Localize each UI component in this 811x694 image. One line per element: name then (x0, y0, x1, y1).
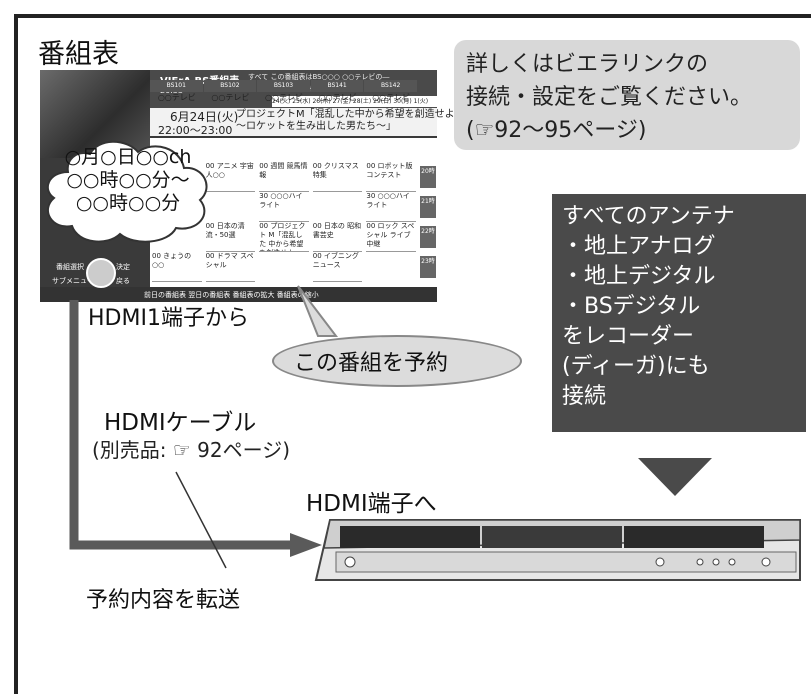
hdmi-cable-title: HDMIケーブル (104, 410, 257, 436)
tv-program-cell: 00 きょうの ○○ (152, 252, 202, 282)
tv-channel-name: ○○テレビ (157, 93, 196, 102)
transfer-arrowhead (290, 533, 322, 557)
cloud-callout (46, 140, 208, 243)
diagram-frame (14, 14, 811, 694)
tv-program-cell: 00 ドラマ スペシャル (205, 252, 256, 282)
cloud-line-start: ○○時○○分～ (66, 169, 190, 191)
tv-program-cell: 30 ○○○ハイ ライト (366, 192, 416, 222)
tv-program-cell: 00 クリスマス 特集 (312, 162, 363, 192)
down-arrow-icon (638, 458, 712, 496)
tv-channel-number: BS141 (310, 80, 364, 92)
tv-channel-number: BS103 (257, 80, 310, 92)
recorder-device (314, 519, 801, 581)
tv-program-cell: 30 ○○○ハイ ライト (259, 192, 309, 222)
tv-bottom-bar: 前日の番組表 翌日の番組表 番組表の拡大 番組表の縮小 (40, 287, 437, 302)
tv-preview-image (40, 70, 150, 158)
tv-detail-date: 6月24日(火) (170, 110, 239, 124)
antenna-line-1: すべてのアンテナ (562, 204, 735, 229)
tv-program-cell: 00 イブニング ニュース (312, 252, 363, 282)
tv-program-cell: 00 日本の清 流・50選 (205, 222, 256, 252)
transfer-label: 予約内容を転送 (86, 588, 241, 613)
tv-detail-time: 22:00～23:00 (158, 124, 233, 137)
antenna-line-7: 接続 (562, 384, 607, 409)
tv-channel-name: ○○テレビ (265, 93, 303, 102)
reserve-bubble (272, 335, 522, 387)
bubble-pointer (297, 285, 339, 337)
tv-channel-name: ○○テレビ (318, 93, 357, 102)
tv-program-cell: 00 ロック スペシャル ライブ中継 (366, 222, 416, 252)
antenna-line-6: (ディーガ)にも (562, 354, 710, 379)
tv-header-text: すべて この番組表はBS○○○ ○○テレビの― (248, 73, 390, 81)
antenna-line-3: ・地上デジタル (562, 264, 716, 289)
antenna-line-4: ・BSデジタル (562, 294, 701, 319)
hdmi-in-label: HDMI端子へ (306, 491, 437, 517)
tv-channel-number: BS101 (150, 80, 203, 92)
tv-hour-label: 21時 (420, 196, 436, 218)
cloud-line-end: ○○時○○分 (75, 192, 181, 214)
tv-detail-panel (150, 108, 437, 136)
tv-enter-label: 決定 (116, 263, 130, 271)
tv-program-cell: 00 アニメ 宇宙人○○ (205, 162, 256, 192)
remote-dpad-icon (86, 258, 116, 288)
cable-pointer-line (175, 471, 227, 569)
tv-submenu-label: サブメニュー (52, 277, 94, 285)
tv-program-cell: 00 ロボット版 コンテスト (366, 162, 416, 192)
tv-hour-label: 22時 (420, 226, 436, 248)
tv-program-cell: 00 週間 競馬情報 (259, 162, 309, 192)
cloud-text: ○月○日○○ch ○○時○○分～ ○○時○○分 (48, 146, 208, 215)
tv-program-select-label: 番組選択 (56, 263, 84, 271)
tv-channel-number: BS142 (364, 80, 417, 92)
tv-channel-name: ○○テレビ (211, 93, 250, 102)
reserve-bubble-label: この番組を予約 (294, 351, 449, 376)
info-line-2: 接続・設定をご覧ください。 (466, 85, 753, 110)
tv-date-bar: 24(火) 25(水) 26(木) 27(金) 28(土) 29(日) 30(月… (272, 96, 437, 107)
tv-back-label: 戻る (116, 277, 130, 285)
tv-detail-title-1: プロジェクトM「混乱した中から希望を創造せよ (236, 109, 455, 120)
tv-detail-title-2: ～ロケットを生み出した男たち～」 (236, 121, 396, 132)
antenna-note-box: すべてのアンテナ ・地上アナログ ・地上デジタル ・BSデジタル をレコーダー … (552, 194, 806, 432)
antenna-line-5: をレコーダー (562, 324, 695, 349)
tv-hour-label: 23時 (420, 256, 436, 278)
tv-program-cell: 00 日本の 昭和書芸史 (312, 222, 363, 252)
cloud-line-date: ○月○日○○ch (64, 146, 192, 168)
transfer-arrow-line (69, 300, 290, 550)
hdmi1-label: HDMI1端子から (88, 306, 249, 331)
info-line-3: (☞92～95ページ) (466, 118, 647, 143)
tv-hour-label: 20時 (420, 166, 436, 188)
info-box: 詳しくはビエラリンクの 接続・設定をご覧ください。 (☞92～95ページ) (454, 40, 800, 150)
antenna-line-2: ・地上アナログ (562, 234, 716, 259)
tv-channel-number: BS102 (203, 80, 257, 92)
hdmi-cable-sub: (別売品: ☞ 92ページ) (92, 438, 291, 462)
tv-program-cell: 00 プロジェクト M「混乱した 中から希望 を創造せよ ～ロケットを 生み出し… (259, 222, 309, 252)
connection-diagram (69, 285, 801, 581)
tv-channel-name: ○○テレビ (372, 93, 411, 102)
info-line-1: 詳しくはビエラリンクの (466, 52, 709, 77)
guide-title: 番組表 (38, 39, 119, 70)
